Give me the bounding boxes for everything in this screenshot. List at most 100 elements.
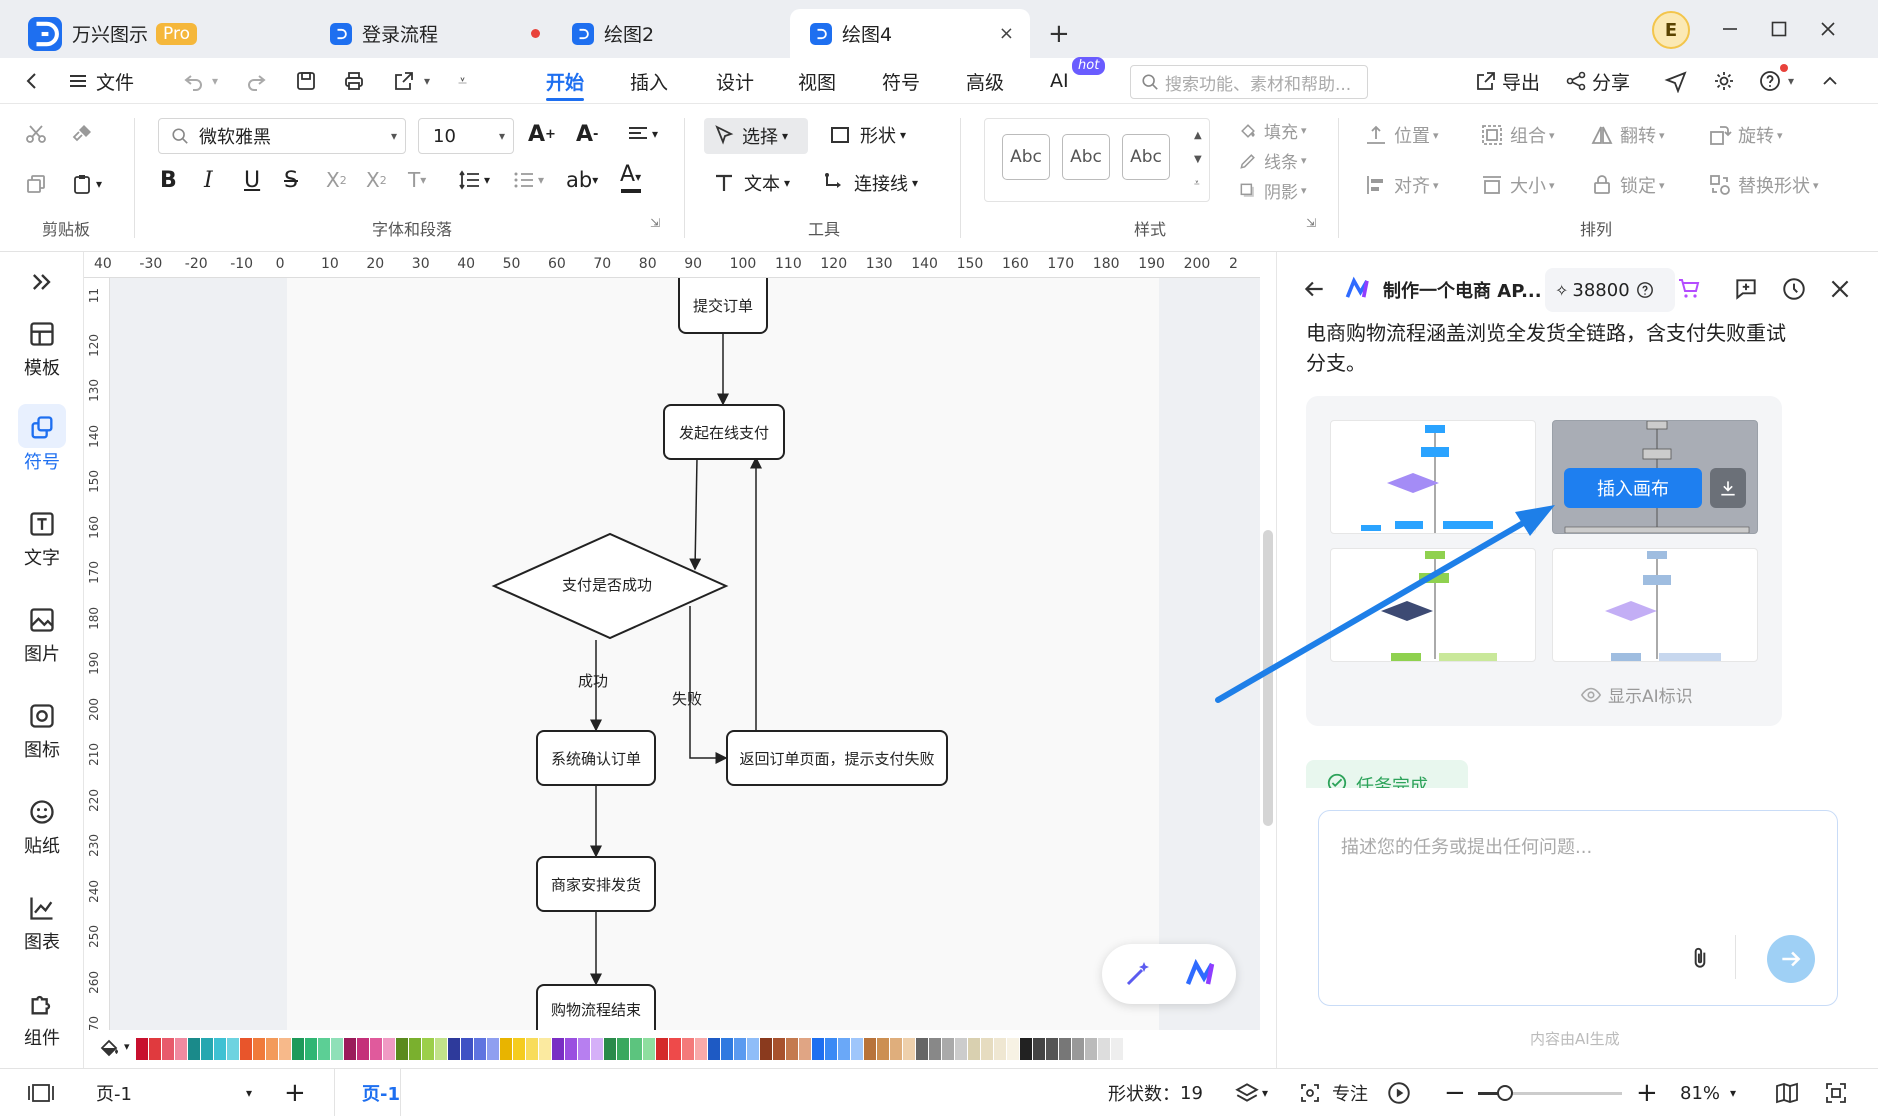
color-swatch[interactable]: [500, 1038, 512, 1060]
color-swatch[interactable]: [253, 1038, 265, 1060]
paragraph-align-icon[interactable]: ▾: [626, 122, 658, 146]
send-message-button[interactable]: [1767, 935, 1815, 983]
underline-icon[interactable]: U: [244, 168, 261, 193]
shape-tool-button[interactable]: 形状▾: [828, 122, 906, 148]
undo-dropdown-icon[interactable]: ▾: [212, 74, 219, 88]
color-swatch[interactable]: [188, 1038, 200, 1060]
text-case-icon[interactable]: T▾: [408, 168, 427, 192]
format-painter-icon[interactable]: [70, 122, 94, 146]
color-swatch[interactable]: [786, 1038, 798, 1060]
color-swatch[interactable]: [162, 1038, 174, 1060]
menu-tab-insert[interactable]: 插入: [630, 71, 669, 94]
node-start-payment[interactable]: 发起在线支付: [663, 404, 785, 460]
insert-to-canvas-button[interactable]: 插入画布: [1564, 468, 1702, 508]
redo-icon[interactable]: [244, 58, 268, 104]
font-color-icon[interactable]: A▾: [620, 164, 641, 193]
color-swatch[interactable]: [227, 1038, 239, 1060]
layers-icon[interactable]: ▾: [1234, 1069, 1268, 1116]
align-button[interactable]: 对齐▾: [1364, 172, 1439, 198]
history-clock-icon[interactable]: [1781, 276, 1807, 302]
color-swatch[interactable]: [409, 1038, 421, 1060]
tab-close-icon[interactable]: ×: [998, 23, 1014, 44]
flip-button[interactable]: 翻转▾: [1590, 122, 1665, 148]
shadow-button[interactable]: 阴影▾: [1238, 178, 1307, 203]
color-swatch[interactable]: [591, 1038, 603, 1060]
color-swatch[interactable]: [396, 1038, 408, 1060]
style-sample-2[interactable]: Abc: [1062, 134, 1110, 180]
color-swatch[interactable]: [552, 1038, 564, 1060]
color-swatch[interactable]: [461, 1038, 473, 1060]
color-swatch[interactable]: [643, 1038, 655, 1060]
style-dialog-launcher-icon[interactable]: ⇲: [1306, 216, 1317, 230]
color-swatch[interactable]: [279, 1038, 291, 1060]
color-swatch[interactable]: [1098, 1038, 1110, 1060]
sidebar-item-templates[interactable]: 模板: [0, 320, 84, 380]
fit-page-icon[interactable]: [1824, 1069, 1848, 1116]
share-button[interactable]: 分享: [1564, 58, 1630, 104]
sidebar-item-icons[interactable]: 图标: [0, 702, 84, 762]
color-swatch[interactable]: [318, 1038, 330, 1060]
new-tab-button[interactable]: +: [1048, 18, 1070, 49]
sidebar-item-text[interactable]: 文字: [0, 510, 84, 570]
line-spacing-icon[interactable]: ▾: [458, 168, 490, 192]
node-payment-decision[interactable]: 支付是否成功: [562, 576, 653, 594]
color-swatch[interactable]: [214, 1038, 226, 1060]
ai-prompt-input[interactable]: 描述您的任务或提出任何问题...: [1318, 810, 1838, 1006]
chevron-down-icon[interactable]: ▾: [124, 1040, 130, 1053]
menu-tab-view[interactable]: 视图: [798, 71, 837, 94]
color-swatch[interactable]: [851, 1038, 863, 1060]
close-window-icon[interactable]: [1811, 12, 1845, 46]
color-swatch[interactable]: [812, 1038, 824, 1060]
print-icon[interactable]: [342, 58, 366, 104]
share-out-icon[interactable]: [392, 58, 416, 104]
color-swatch[interactable]: [747, 1038, 759, 1060]
color-swatch[interactable]: [825, 1038, 837, 1060]
color-swatch[interactable]: [916, 1038, 928, 1060]
lock-button[interactable]: 锁定▾: [1590, 172, 1665, 198]
collapse-ribbon-icon[interactable]: [1818, 58, 1842, 104]
send-icon[interactable]: [1664, 58, 1688, 104]
color-swatch[interactable]: [708, 1038, 720, 1060]
node-payment-failed[interactable]: 返回订单页面，提示支付失败: [726, 730, 948, 786]
color-swatch[interactable]: [799, 1038, 811, 1060]
file-menu[interactable]: 文件: [66, 58, 134, 104]
undo-icon[interactable]: [182, 58, 206, 104]
zoom-out-button[interactable]: −: [1444, 1078, 1466, 1108]
color-swatch[interactable]: [682, 1038, 694, 1060]
color-swatch[interactable]: [383, 1038, 395, 1060]
search-input[interactable]: 搜索功能、素材和帮助...: [1130, 65, 1368, 99]
replace-shape-button[interactable]: 替换形状▾: [1708, 172, 1819, 198]
menu-tab-advanced[interactable]: 高级: [966, 71, 1005, 94]
color-swatch[interactable]: [1085, 1038, 1097, 1060]
book-view-icon[interactable]: [1774, 1069, 1800, 1116]
tab-login-flow[interactable]: 登录流程: [318, 9, 554, 58]
color-swatch[interactable]: [773, 1038, 785, 1060]
tab-drawing4[interactable]: 绘图4 ×: [790, 9, 1030, 58]
copy-icon[interactable]: [24, 172, 48, 196]
fill-button[interactable]: 填充▾: [1238, 118, 1307, 143]
user-avatar[interactable]: E: [1652, 11, 1690, 49]
color-swatch[interactable]: [201, 1038, 213, 1060]
group-button[interactable]: 组合▾: [1480, 122, 1555, 148]
color-swatch[interactable]: [1033, 1038, 1045, 1060]
color-swatch[interactable]: [734, 1038, 746, 1060]
list-icon[interactable]: ▾: [512, 168, 544, 192]
sidebar-item-stickers[interactable]: 贴纸: [0, 798, 84, 858]
zoom-level-select[interactable]: 81%▾: [1680, 1069, 1736, 1116]
color-swatch[interactable]: [565, 1038, 577, 1060]
style-gallery-scroll-icon[interactable]: ▲▼⩡: [1194, 130, 1202, 189]
menu-tab-symbol[interactable]: 符号: [882, 71, 921, 94]
back-icon[interactable]: [20, 58, 44, 104]
export-button[interactable]: 导出: [1474, 58, 1540, 104]
close-panel-icon[interactable]: [1827, 276, 1853, 302]
page-list-icon[interactable]: [28, 1069, 54, 1116]
add-page-button[interactable]: +: [284, 1078, 306, 1108]
size-button[interactable]: 大小▾: [1480, 172, 1555, 198]
position-button[interactable]: 位置▾: [1364, 122, 1439, 148]
text-tool-button[interactable]: 文本▾: [712, 170, 790, 196]
vertical-scrollbar[interactable]: [1263, 530, 1273, 826]
color-swatch[interactable]: [838, 1038, 850, 1060]
color-swatch[interactable]: [1059, 1038, 1071, 1060]
panel-back-icon[interactable]: [1301, 276, 1327, 302]
preview-thumbnail-4[interactable]: [1552, 548, 1758, 662]
